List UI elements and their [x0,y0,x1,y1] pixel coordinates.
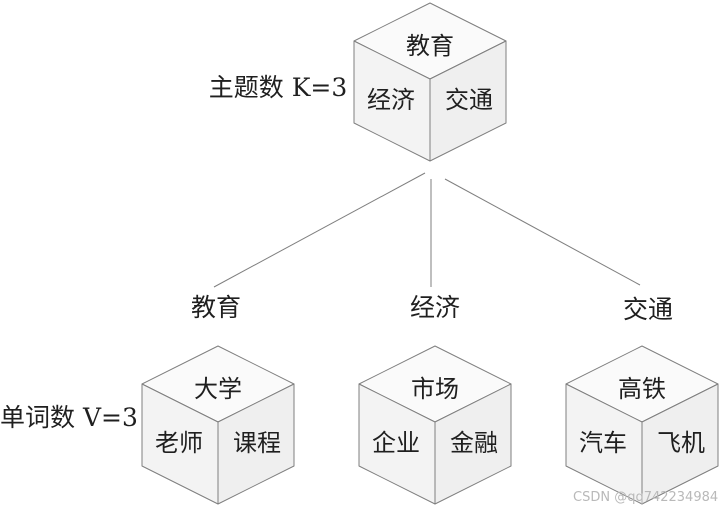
word-cube-education-right-label: 课程 [233,429,281,457]
cube-shape [358,345,512,505]
topic-cube-left-label: 经济 [367,86,415,114]
word-cube-traffic-right-label: 飞机 [657,429,705,457]
word-cube-traffic: 高铁 汽车 飞机 [565,345,719,505]
connector-line-right [444,178,641,286]
word-cube-education-left-label: 老师 [155,429,203,457]
cube-right-face [641,383,719,505]
word-cube-economy-left-label: 企业 [372,429,420,457]
word-count-label: 单词数 V=3 [0,403,138,432]
connector-line-left [213,172,426,288]
word-cube-traffic-top-label: 高铁 [618,375,666,403]
cube-right-face [217,383,295,505]
word-cube-economy: 市场 企业 金融 [358,345,512,505]
word-cube-education-top-label: 大学 [194,375,242,403]
cube-shape [565,345,719,505]
cube-shape [353,2,507,162]
word-cube-traffic-left-label: 汽车 [579,429,627,457]
topic-cube-right-label: 交通 [445,86,493,114]
word-cube-education: 大学 老师 课程 [141,345,295,505]
word-cube-economy-top-label: 市场 [411,375,459,403]
branch-label-traffic: 交通 [622,295,673,324]
topic-cube: 教育 经济 交通 [353,2,507,162]
branch-label-economy: 经济 [409,293,460,322]
cube-right-face [429,40,507,162]
topic-count-label: 主题数 K=3 [208,73,348,102]
word-cube-economy-right-label: 金融 [450,429,498,457]
csdn-watermark: CSDN @qq742234984 [573,490,719,505]
topic-cube-top-label: 教育 [406,32,454,60]
branch-label-education: 教育 [190,293,241,322]
cube-shape [141,345,295,505]
cube-right-face [434,383,512,505]
